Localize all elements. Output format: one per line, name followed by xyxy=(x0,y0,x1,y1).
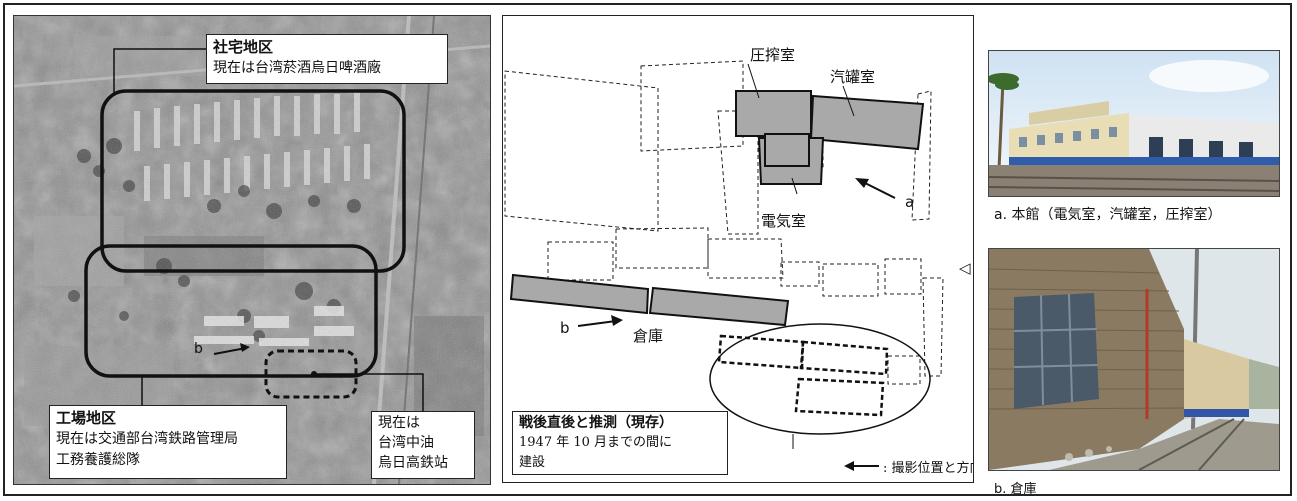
legend-callout: 戦後直後と推測（現存） 1947 年 10 月までの間に 建設 xyxy=(512,411,728,475)
arrow-legend-description: : 撮影位置と方向 xyxy=(883,461,974,476)
site-plan: 圧搾室 汽罐室 電気室 a ◁ b 倉庫 xyxy=(504,46,971,471)
postwar-area-ellipse xyxy=(709,323,931,435)
plan-marker-b: b xyxy=(560,319,570,337)
housing-area-title: 社宅地区 xyxy=(213,38,274,56)
north-marker: ◁ xyxy=(959,259,971,277)
legend-line-2: 建設 xyxy=(519,455,546,470)
factory-area-title: 工場地区 xyxy=(56,409,117,427)
plan-marker-a: a xyxy=(905,193,914,211)
press-room-label: 圧搾室 xyxy=(750,46,795,64)
site-plan-panel: 圧搾室 汽罐室 電気室 a ◁ b 倉庫 戦後直後と推測（現存） 1947 年 … xyxy=(502,15,974,483)
housing-area-description: 現在は台湾菸酒烏日啤酒廠 xyxy=(213,60,381,76)
caption-b: b. 倉庫 xyxy=(994,482,1037,497)
station-callout: 現在は 台湾中油 烏日高鉄站 xyxy=(371,411,475,479)
housing-area-callout: 社宅地区 現在は台湾菸酒烏日啤酒廠 xyxy=(206,34,448,84)
aerial-photo-panel: 社宅地区 現在は台湾菸酒烏日啤酒廠 b 工場地区 現在は交通部台湾鉄路管理局 工… xyxy=(13,15,491,485)
station-description-2: 台湾中油 xyxy=(378,435,434,451)
existing-buildings xyxy=(509,90,925,327)
photo-b-warehouse xyxy=(988,248,1280,471)
photo-a-main-building xyxy=(988,50,1280,197)
legend-title: 戦後直後と推測（現存） xyxy=(519,415,673,431)
postwar-buildings xyxy=(717,334,889,417)
station-description-1: 現在は xyxy=(378,415,420,431)
caption-a: a. 本館（電気室，汽罐室，圧搾室） xyxy=(994,207,1222,223)
legend-line-1: 1947 年 10 月までの間に xyxy=(519,435,673,450)
electric-room-label: 電気室 xyxy=(761,212,806,230)
factory-area-callout: 工場地区 現在は交通部台湾鉄路管理局 工務養護総隊 xyxy=(49,405,287,479)
aerial-marker-b: b xyxy=(194,341,203,357)
factory-area-description-2: 工務養護総隊 xyxy=(56,452,140,468)
station-description-3: 烏日高鉄站 xyxy=(378,455,448,471)
boiler-room-label: 汽罐室 xyxy=(830,68,875,86)
factory-area-description-1: 現在は交通部台湾鉄路管理局 xyxy=(56,431,238,447)
warehouse-label: 倉庫 xyxy=(633,327,663,345)
